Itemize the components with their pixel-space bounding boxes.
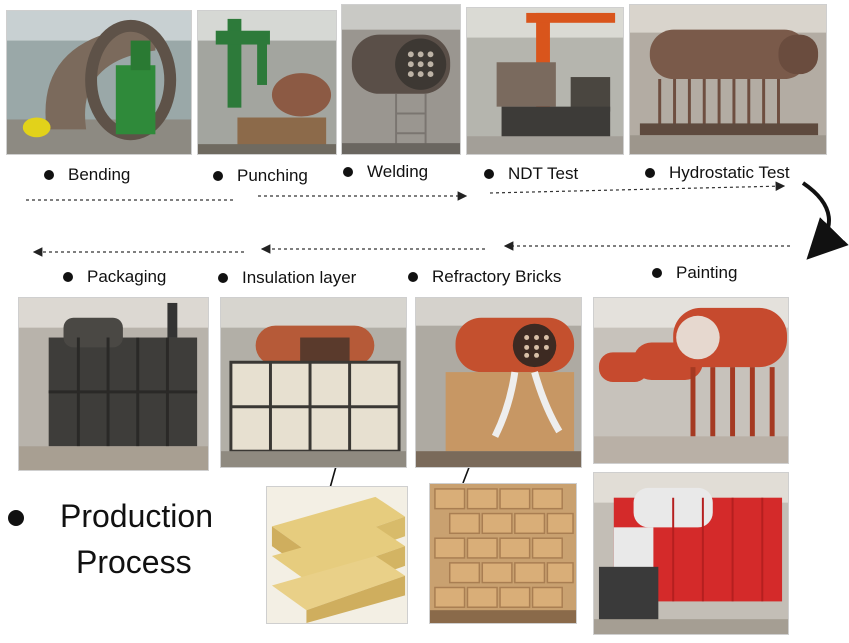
bullet-dot-icon	[8, 510, 24, 526]
step-text: Punching	[237, 166, 308, 185]
title-line-1: Production	[60, 498, 213, 534]
photo-insulation-layer	[220, 297, 407, 468]
bullet-dot-icon	[645, 168, 655, 178]
step-text: Bending	[68, 165, 131, 184]
photo-finished-boiler	[593, 472, 789, 635]
bullet-dot-icon	[218, 273, 228, 283]
photo-welding	[341, 4, 461, 155]
step-text: Hydrostatic Test	[669, 163, 790, 182]
bullet-dot-icon	[343, 167, 353, 177]
step-label-packaging: Packaging	[63, 267, 166, 287]
step-text: Welding	[367, 162, 429, 181]
step-text: Refractory Bricks	[432, 267, 562, 286]
bullet-dot-icon	[63, 272, 73, 282]
title-line-2: Process	[76, 544, 192, 580]
step-label-painting: Painting	[652, 263, 737, 283]
step-label-punching: Punching	[213, 166, 308, 186]
photo-rock-wool	[266, 486, 408, 624]
step-label-refractory-bricks: Refractory Bricks	[408, 267, 561, 287]
bullet-dot-icon	[408, 272, 418, 282]
photo-ndt-test	[466, 7, 624, 155]
photo-punching	[197, 10, 337, 155]
photo-painting	[593, 297, 789, 464]
bullet-dot-icon	[213, 171, 223, 181]
step-text: NDT Test	[508, 164, 579, 183]
step-label-ndt-test: NDT Test	[484, 164, 578, 184]
step-label-welding: Welding	[343, 162, 428, 182]
photo-refractory-bricks	[415, 297, 582, 468]
step-text: Insulation layer	[242, 268, 357, 287]
bullet-dot-icon	[44, 170, 54, 180]
photo-hydrostatic-test	[629, 4, 827, 155]
bullet-dot-icon	[652, 268, 662, 278]
dashed-arrow-icon	[489, 181, 786, 194]
photo-packaging	[18, 297, 209, 471]
bullet-dot-icon	[484, 169, 494, 179]
step-text: Packaging	[87, 267, 167, 286]
curved-turn-arrow-icon	[801, 181, 849, 260]
step-text: Painting	[676, 263, 738, 282]
step-label-hydrostatic-test: Hydrostatic Test	[645, 163, 790, 183]
photo-brick-pile	[429, 483, 577, 624]
photo-bending	[6, 10, 192, 155]
step-label-bending: Bending	[44, 165, 130, 185]
step-label-insulation-layer: Insulation layer	[218, 268, 356, 288]
